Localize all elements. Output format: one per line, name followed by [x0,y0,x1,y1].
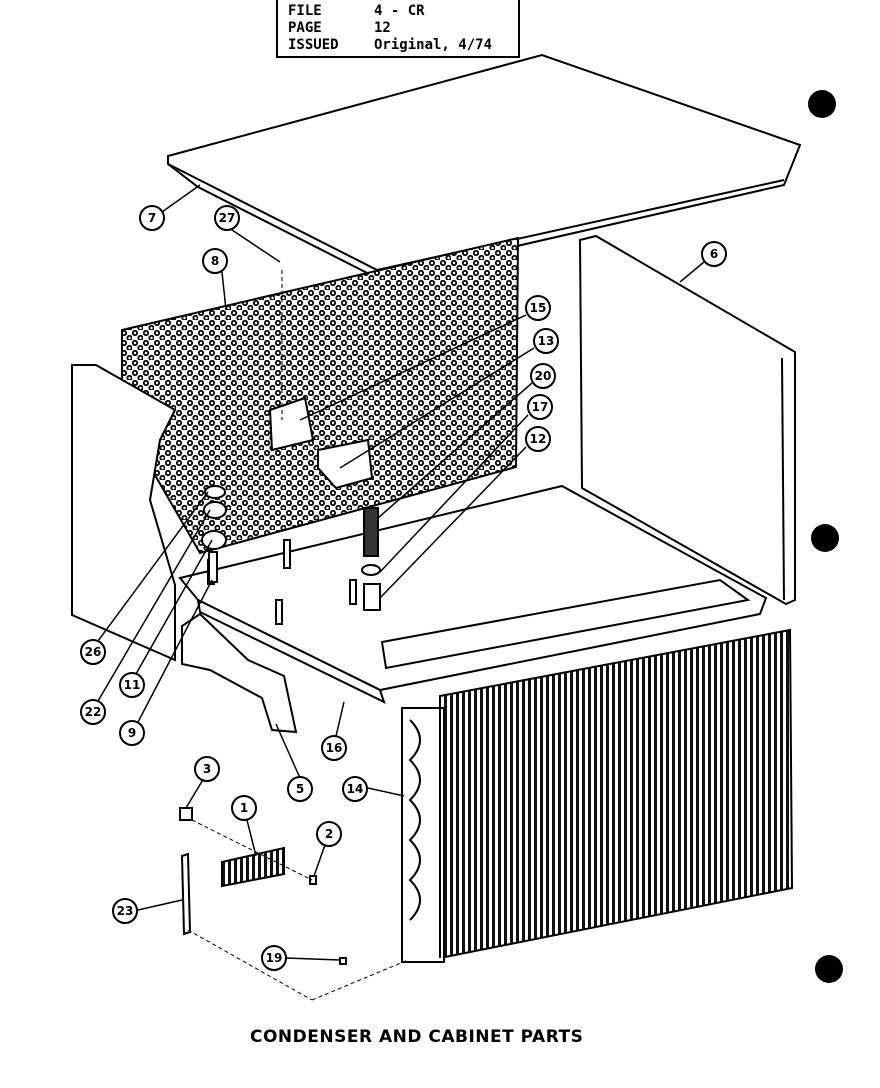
svg-text:12: 12 [530,432,547,446]
callout-20: 20 [530,363,556,389]
binder-hole-top [808,90,836,118]
grille-strip [221,846,285,888]
screw-part [309,875,317,885]
callout-3: 3 [194,756,220,782]
svg-text:19: 19 [266,951,283,965]
page-value: 12 [374,20,391,36]
file-value: 4 - CR [374,3,425,19]
screw-part-19 [339,957,347,965]
svg-text:23: 23 [117,904,134,918]
diagram-caption: CONDENSER AND CABINET PARTS [250,1027,584,1047]
svg-text:26: 26 [85,645,102,659]
callout-17: 17 [527,394,553,420]
svg-text:6: 6 [710,247,718,261]
callout-11: 11 [119,672,145,698]
motor-mount-parts [201,485,227,583]
svg-text:11: 11 [124,678,141,692]
svg-text:8: 8 [211,254,219,268]
callout-23: 23 [112,898,138,924]
right-side-panel [578,234,796,606]
baffle-plate [180,852,192,936]
small-parts [179,807,347,965]
leader-lines [97,184,705,961]
callout-2: 2 [316,821,342,847]
svg-text:5: 5 [296,782,304,796]
callout-6: 6 [701,241,727,267]
callout-12: 12 [525,426,551,452]
callout-14: 14 [342,776,368,802]
callout-1: 1 [231,795,257,821]
assembly-lines [187,270,409,1001]
callout-9: 9 [119,720,145,746]
clip-part [179,807,193,821]
svg-text:9: 9 [128,726,136,740]
binder-hole-bottom [815,955,843,983]
callout-16: 16 [321,735,347,761]
svg-text:1: 1 [240,801,248,815]
issued-value: Original, 4/74 [374,37,493,53]
callout-22: 22 [80,699,106,725]
top-panel [167,53,802,280]
callout-15: 15 [525,295,551,321]
svg-text:2: 2 [325,827,333,841]
callout-5: 5 [287,776,313,802]
callout-27: 27 [214,205,240,231]
base-pan [178,484,768,704]
condenser-coil [401,628,794,963]
file-info-box: FILE 4 - CR PAGE 12 ISSUED Original, 4/7… [276,0,520,58]
svg-text:7: 7 [148,211,156,225]
svg-text:3: 3 [203,762,211,776]
callout-13: 13 [533,328,559,354]
svg-text:14: 14 [347,782,364,796]
svg-text:27: 27 [219,211,236,225]
svg-text:20: 20 [535,369,552,383]
svg-text:13: 13 [538,334,555,348]
svg-text:15: 15 [530,301,547,315]
svg-text:22: 22 [85,705,102,719]
issued-label: ISSUED [288,37,339,53]
file-label: FILE [288,3,322,19]
callout-7: 7 [139,205,165,231]
svg-text:16: 16 [326,741,343,755]
binder-hole-middle [811,524,839,552]
callout-19: 19 [261,945,287,971]
svg-text:17: 17 [532,400,549,414]
callout-8: 8 [202,248,228,274]
callout-26: 26 [80,639,106,665]
left-side-panel [71,364,177,662]
mounting-bracket [181,612,298,734]
page-label: PAGE [288,20,322,36]
bolt-spacer-parts [361,507,381,611]
